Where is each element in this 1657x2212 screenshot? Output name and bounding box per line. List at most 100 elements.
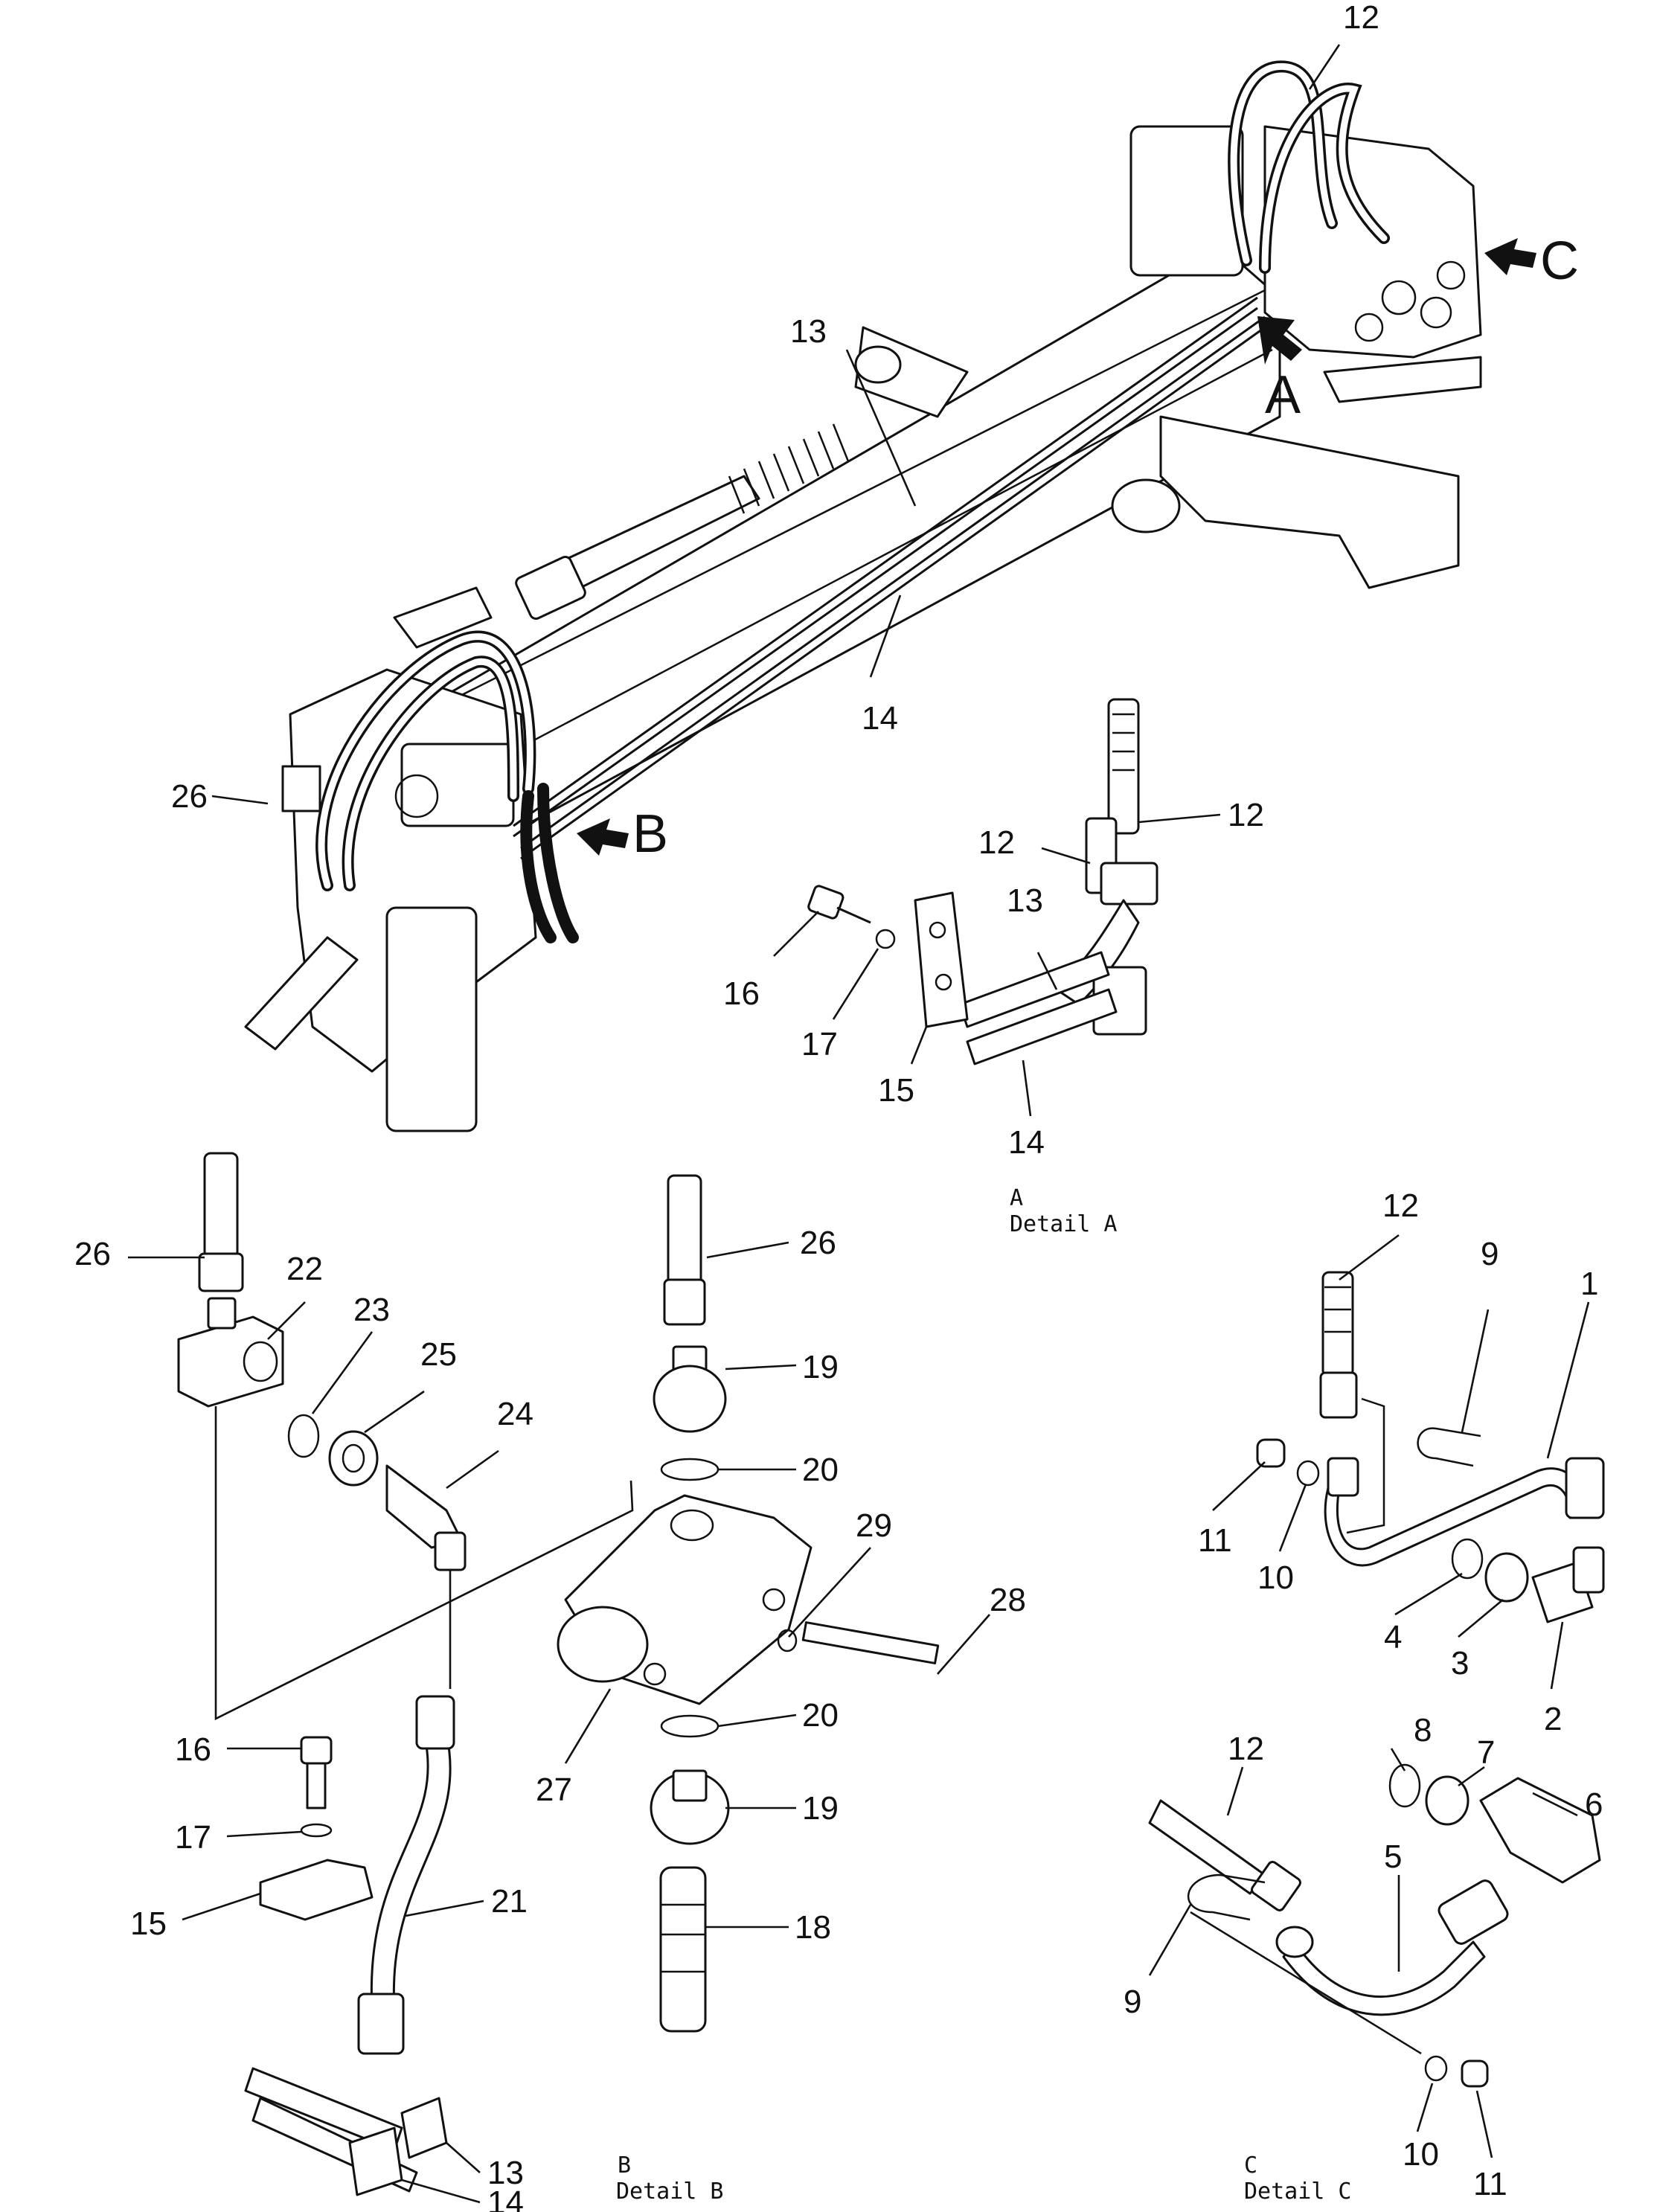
nut-11-upper <box>1256 1438 1286 1468</box>
cylinder-spring <box>728 423 850 514</box>
callout: 14 <box>487 2184 524 2212</box>
callout: 29 <box>856 1507 892 1544</box>
bolt-16-a <box>807 885 844 920</box>
callout: 16 <box>175 1731 211 1768</box>
adapter-block-6 <box>1479 1777 1601 1884</box>
clamp-15-a <box>914 891 969 1028</box>
detail-b-caption: Detail B <box>616 2179 724 2205</box>
callout: 27 <box>536 1772 572 1808</box>
callout: 6 <box>1585 1786 1603 1823</box>
callout-labels: 12 13 14 26 12 12 13 16 17 15 14 26 22 2… <box>74 0 1603 2212</box>
callout: 19 <box>802 1349 839 1385</box>
washer-10-upper <box>1296 1460 1320 1487</box>
detail-captions: A Detail A B Detail B C Detail C <box>616 1185 1352 2205</box>
callout: 22 <box>286 1251 323 1287</box>
fitting-18 <box>659 1866 707 2033</box>
callout: 26 <box>171 778 208 815</box>
o-ring-8 <box>1388 1763 1421 1808</box>
nut-3 <box>1484 1552 1529 1603</box>
callout: 12 <box>1382 1187 1419 1224</box>
o-ring-20-upper <box>660 1458 719 1481</box>
callout: 5 <box>1384 1838 1402 1875</box>
callout: 4 <box>1384 1619 1402 1655</box>
view-arrow-c <box>1484 238 1536 275</box>
washer-10-lower <box>1424 2055 1448 2082</box>
callout: 7 <box>1477 1734 1495 1771</box>
upper-bracket <box>1129 125 1244 277</box>
bolt-28 <box>801 1621 940 1664</box>
callout: 17 <box>175 1819 211 1856</box>
callout: 12 <box>1228 1731 1264 1767</box>
detail-c-letter: C <box>1244 2152 1257 2179</box>
view-marker-b: B <box>632 804 668 864</box>
u-bolt-9-lower <box>1187 1873 1266 1921</box>
callout: 10 <box>1403 2136 1439 2173</box>
callout: 28 <box>990 1582 1026 1618</box>
callout: 26 <box>74 1236 111 1272</box>
callout: 20 <box>802 1697 839 1734</box>
pipe-1 <box>1324 1467 1586 1567</box>
main-assembly-view <box>211 44 1536 1132</box>
callout: 24 <box>497 1396 533 1432</box>
callout: 3 <box>1451 1645 1469 1682</box>
o-ring-20-lower <box>660 1714 719 1738</box>
tee-block-22 <box>177 1315 284 1408</box>
callout: 1 <box>1580 1266 1598 1302</box>
washer-29 <box>777 1629 798 1652</box>
callout: 14 <box>862 700 898 737</box>
callout: 9 <box>1481 1236 1499 1272</box>
o-ring-23 <box>287 1414 320 1458</box>
callout: 8 <box>1414 1712 1432 1748</box>
callout: 16 <box>723 975 760 1012</box>
detail-b-view <box>128 1152 990 2204</box>
fitting-13-b <box>400 2097 448 2159</box>
washer-17-b <box>300 1823 333 1838</box>
frame-foot <box>1159 415 1460 589</box>
detail-c-view <box>1148 1234 1605 2158</box>
fitting-19-upper <box>653 1365 727 1433</box>
callout: 11 <box>1473 2166 1507 2202</box>
detail-a-view <box>773 698 1221 1117</box>
callout: 12 <box>978 824 1015 861</box>
callout: 17 <box>801 1026 838 1062</box>
hose-26-main <box>315 630 579 943</box>
clamp-15-b <box>259 1859 374 1921</box>
detail-c-caption: Detail C <box>1244 2179 1352 2205</box>
pipe-14-main <box>520 315 1266 860</box>
view-arrow-b <box>577 818 629 856</box>
nut-11-lower <box>1461 2059 1489 2088</box>
callout: 20 <box>802 1452 839 1488</box>
callout: 9 <box>1124 1984 1141 2020</box>
hose-12-lower <box>1148 1799 1266 1895</box>
hose-12-main <box>1228 60 1390 274</box>
pipe-5 <box>1282 1940 1486 2016</box>
callout: 13 <box>1007 882 1043 919</box>
u-bolt-9-upper <box>1417 1427 1481 1467</box>
callout: 13 <box>487 2155 524 2191</box>
callout: 15 <box>878 1072 914 1109</box>
view-marker-a: A <box>1265 365 1301 425</box>
nut-7 <box>1425 1775 1469 1826</box>
callout: 26 <box>800 1225 836 1261</box>
callout: 12 <box>1228 797 1264 833</box>
callout: 14 <box>1008 1124 1045 1161</box>
view-marker-c: C <box>1540 231 1579 291</box>
detail-a-caption: Detail A <box>1010 1211 1118 1237</box>
callout: 15 <box>130 1905 167 1942</box>
callout: 18 <box>795 1909 831 1946</box>
detail-b-letter: B <box>618 2152 631 2179</box>
view-arrow-a <box>1257 316 1302 365</box>
callout: 12 <box>1343 0 1379 36</box>
o-ring-4 <box>1451 1538 1484 1580</box>
callout: 25 <box>420 1336 457 1373</box>
nut-25 <box>328 1430 379 1487</box>
pipe-21 <box>370 1732 452 2010</box>
callout: 23 <box>353 1292 390 1328</box>
callout: 11 <box>1198 1522 1232 1559</box>
pipe-13-main <box>513 296 1258 838</box>
callout: 10 <box>1257 1559 1294 1596</box>
callout: 21 <box>491 1883 528 1920</box>
bolt-16-b <box>300 1736 333 1765</box>
callout: 2 <box>1544 1701 1562 1737</box>
